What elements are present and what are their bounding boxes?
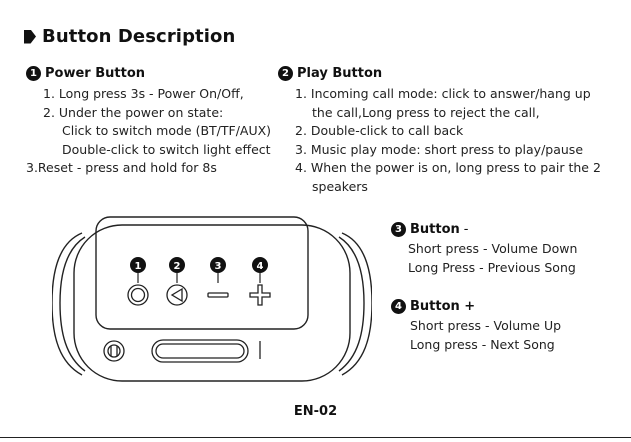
list-item: Long press - Next Song bbox=[410, 336, 555, 352]
button-plus-section: 4 Button + Short press - Volume Up Long … bbox=[391, 299, 561, 354]
speaker-diagram: 1 2 3 4 bbox=[52, 216, 372, 382]
button-minus-title-suffix: - bbox=[463, 222, 469, 237]
aux-slot-icon bbox=[151, 339, 249, 363]
list-item: Click to switch mode (BT/TF/AUX) bbox=[62, 123, 272, 138]
list-item: Short press - Volume Down bbox=[408, 241, 578, 256]
play-button-title-row: 2 Play Button bbox=[278, 66, 601, 81]
list-item: Long Press - Previous Song bbox=[408, 259, 576, 275]
play-button-title: Play Button bbox=[297, 66, 383, 81]
callout-badge: 4 bbox=[252, 257, 268, 273]
list-item: 2. Under the power on state: bbox=[43, 104, 224, 120]
callout-badge: 2 bbox=[169, 257, 185, 273]
speaker-left-cap bbox=[52, 232, 83, 376]
page-code: EN-02 bbox=[293, 404, 338, 419]
speaker-right-cap bbox=[341, 232, 372, 376]
list-item: Double-click to switch light effect bbox=[62, 141, 271, 157]
bottom-divider bbox=[0, 437, 631, 438]
list-item: 3. Music play mode: short press to play/… bbox=[295, 141, 584, 157]
button-plus-title: Button + bbox=[410, 299, 476, 314]
button-minus-title-row: 3 Button - bbox=[391, 222, 577, 237]
callout-badge: 3 bbox=[210, 257, 226, 273]
callout-3: 3 bbox=[215, 261, 222, 272]
callout-2: 2 bbox=[174, 261, 181, 272]
button-panel bbox=[95, 216, 309, 330]
badge-4: 4 bbox=[391, 299, 406, 314]
list-item: 3.Reset - press and hold for 8s bbox=[26, 160, 217, 175]
speaker-body bbox=[73, 224, 351, 382]
list-item: 1. Long press 3s - Power On/Off, bbox=[43, 86, 244, 101]
minus-icon bbox=[207, 292, 229, 298]
page-heading: Button Description bbox=[42, 26, 236, 47]
list-item: 2. Double-click to call back bbox=[295, 123, 464, 138]
play-button-section: 2 Play Button 1. Incoming call mode: cli… bbox=[278, 66, 601, 196]
button-minus-title: Button bbox=[410, 222, 460, 237]
badge-2: 2 bbox=[278, 66, 293, 81]
power-button-title-row: 1 Power Button bbox=[26, 66, 271, 81]
list-item: Short press - Volume Up bbox=[410, 318, 562, 333]
heading-bullet-icon bbox=[24, 29, 36, 44]
page-heading-row: Button Description bbox=[24, 26, 235, 47]
list-item: 4. When the power is on, long press to p… bbox=[295, 160, 601, 175]
power-button-title: Power Button bbox=[45, 66, 146, 81]
power-button-list: 1. Long press 3s - Power On/Off, 2. Unde… bbox=[26, 85, 271, 178]
badge-3: 3 bbox=[391, 222, 406, 237]
list-item: 1. Incoming call mode: click to answer/h… bbox=[295, 86, 591, 101]
button-minus-list: Short press - Volume Down Long Press - P… bbox=[391, 240, 577, 277]
button-plus-title-row: 4 Button + bbox=[391, 299, 561, 314]
button-minus-section: 3 Button - Short press - Volume Down Lon… bbox=[391, 222, 577, 277]
list-item: the call,Long press to reject the call, bbox=[312, 104, 540, 120]
callout-4: 4 bbox=[257, 261, 264, 272]
badge-1: 1 bbox=[26, 66, 41, 81]
play-button-list: 1. Incoming call mode: click to answer/h… bbox=[278, 85, 601, 196]
power-switch-icon bbox=[103, 340, 125, 362]
list-item: speakers bbox=[312, 178, 368, 194]
callout-1: 1 bbox=[135, 261, 142, 272]
power-icon bbox=[127, 284, 149, 306]
callout-badge: 1 bbox=[130, 257, 146, 273]
play-icon bbox=[166, 284, 188, 306]
plus-icon bbox=[249, 284, 271, 306]
power-button-section: 1 Power Button 1. Long press 3s - Power … bbox=[26, 66, 271, 178]
button-plus-list: Short press - Volume Up Long press - Nex… bbox=[391, 317, 561, 354]
